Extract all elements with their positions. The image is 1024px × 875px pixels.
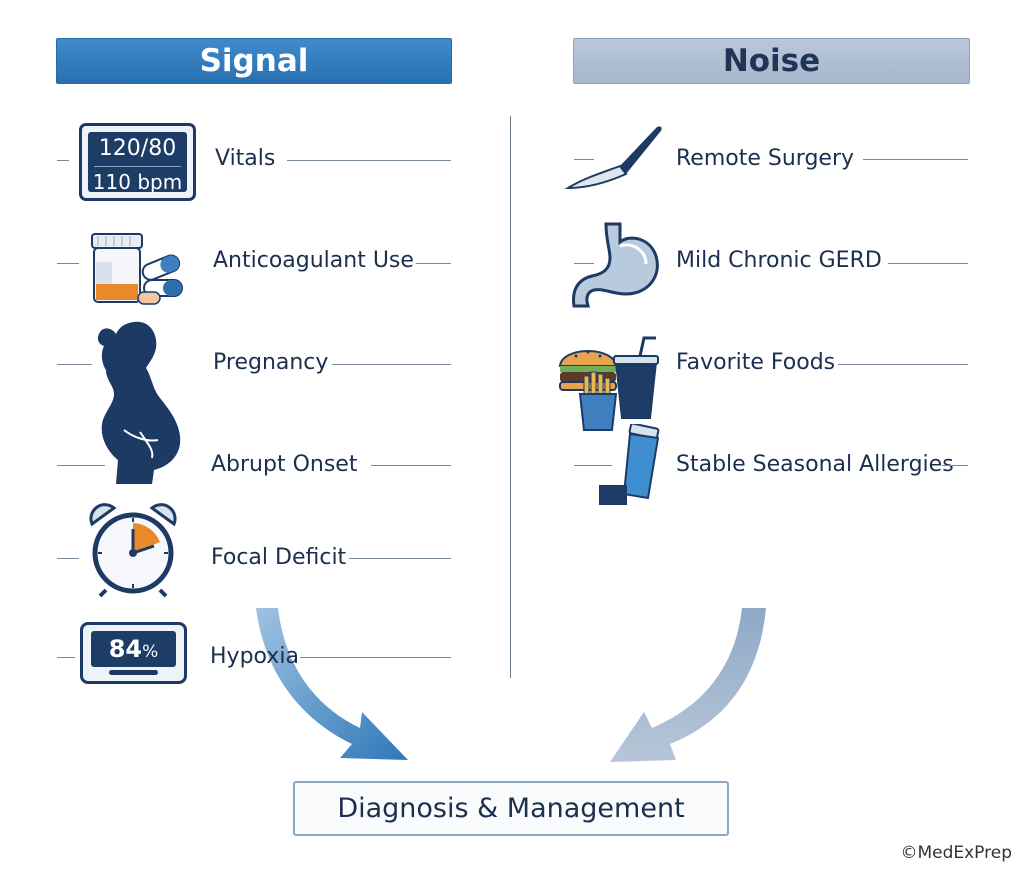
signal-item-hypoxia: Hypoxia	[210, 644, 299, 669]
column-divider	[510, 116, 511, 678]
connector-line	[57, 465, 105, 466]
connector-line	[574, 465, 612, 466]
connector-line	[57, 657, 75, 658]
connector-line	[863, 159, 968, 160]
connector-line	[416, 263, 451, 264]
connector-line	[888, 263, 968, 264]
noise-item-favorite-foods: Favorite Foods	[676, 350, 836, 375]
blood-pressure-monitor-icon: 120/80 110 bpm	[79, 123, 196, 201]
noise-item-mild-chronic-gerd: Mild Chronic GERD	[676, 248, 882, 273]
connector-line	[838, 364, 968, 365]
signal-item-anticoagulant-use: Anticoagulant Use	[213, 248, 414, 273]
connector-line	[574, 263, 594, 264]
copyright-notice: ©MedExPrep	[900, 843, 1012, 863]
connector-line	[57, 558, 79, 559]
pregnant-woman-icon	[97, 321, 181, 484]
signal-header: Signal	[56, 38, 452, 84]
noise-item-stable-seasonal-allergies: Stable Seasonal Allergies	[676, 452, 954, 477]
inhaler-icon	[599, 424, 660, 505]
connector-line	[300, 657, 451, 658]
oximeter-reading: 84%	[83, 635, 184, 663]
diagnosis-management-label: Diagnosis & Management	[337, 793, 685, 824]
vitals-hr-reading: 110 bpm	[92, 170, 183, 194]
fast-food-icon	[558, 336, 659, 431]
signal-item-focal-deficit: Focal Deficit	[211, 545, 347, 570]
signal-arrow-icon	[256, 608, 408, 760]
connector-line	[57, 160, 69, 161]
noise-item-remote-surgery: Remote Surgery	[676, 146, 855, 171]
alarm-clock-icon	[89, 503, 177, 598]
noise-header: Noise	[573, 38, 970, 84]
vitals-bp-reading: 120/80	[98, 136, 177, 161]
diagnosis-management-box: Diagnosis & Management	[293, 781, 729, 836]
signal-item-abrupt-onset: Abrupt Onset	[211, 452, 358, 477]
signal-item-pregnancy: Pregnancy	[213, 350, 329, 375]
connector-line	[942, 465, 968, 466]
oximeter-unit: %	[142, 642, 159, 662]
pill-bottle-icon	[91, 233, 183, 305]
oximeter-value: 84	[108, 635, 143, 663]
connector-line	[332, 364, 451, 365]
pulse-oximeter-icon: 84%	[80, 622, 187, 684]
scalpel-icon	[564, 126, 662, 190]
connector-line	[57, 263, 79, 264]
connector-line	[371, 465, 451, 466]
connector-line	[349, 558, 451, 559]
stomach-icon	[572, 222, 659, 308]
connector-line	[574, 159, 594, 160]
connector-line	[57, 364, 92, 365]
noise-arrow-icon	[610, 608, 766, 762]
connector-line	[287, 160, 451, 161]
signal-item-vitals: Vitals	[215, 146, 276, 171]
